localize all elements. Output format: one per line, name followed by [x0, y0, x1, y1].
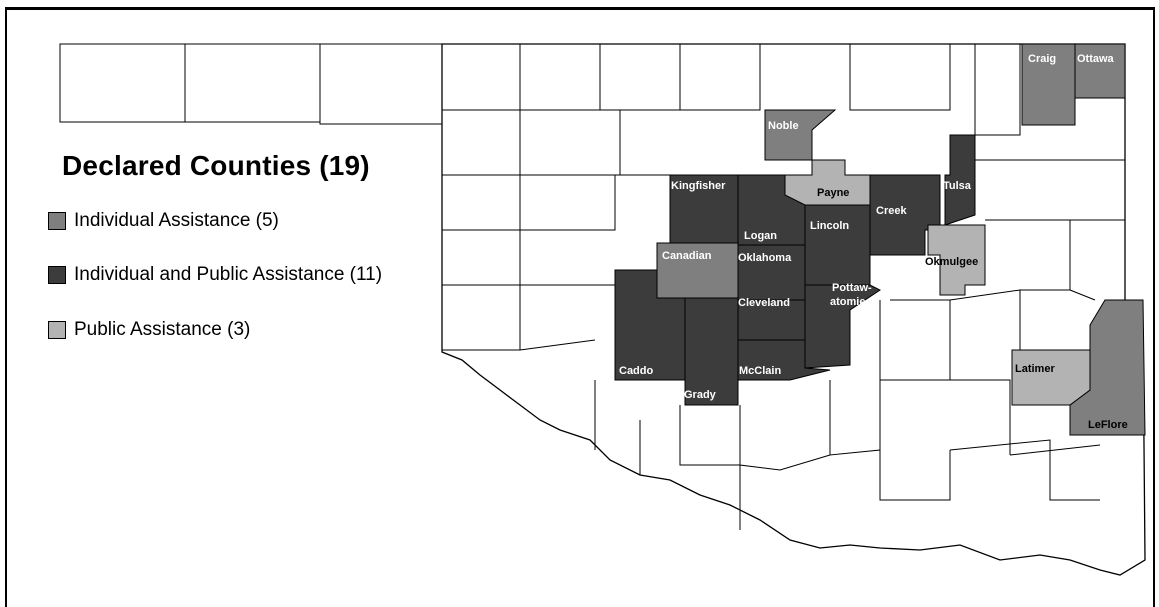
legend-title: Declared Counties (19) — [62, 150, 370, 181]
map-frame — [5, 7, 1155, 607]
county-texas[interactable] — [184, 43, 321, 123]
county-borders — [442, 44, 1125, 530]
legend-swatch-ipa — [48, 266, 66, 284]
legend-swatch-pa — [48, 321, 66, 339]
label-cleveland: Cleveland — [738, 297, 790, 309]
legend-item-individual-assistance: Individual Assistance (5) — [48, 210, 279, 232]
label-noble: Noble — [768, 120, 799, 132]
label-logan: Logan — [744, 230, 777, 242]
label-craig: Craig — [1028, 53, 1056, 65]
legend-label-ia: Individual Assistance (5) — [74, 210, 279, 231]
legend-item-individual-public-assistance: Individual and Public Assistance (11) — [48, 264, 382, 286]
county-noble[interactable] — [764, 109, 837, 161]
legend-swatch-ia — [48, 212, 66, 230]
county-beaver[interactable] — [319, 43, 443, 125]
legend-label-ipa: Individual and Public Assistance (11) — [74, 264, 383, 285]
county-latimer[interactable] — [1011, 349, 1091, 406]
county-payne[interactable] — [784, 159, 871, 206]
label-creek: Creek — [876, 205, 907, 217]
label-canadian: Canadian — [662, 250, 712, 262]
label-okmulgee: Okmulgee — [925, 256, 978, 268]
oklahoma-map: Craig Ottawa Noble Kingfisher Payne Tuls… — [59, 43, 1146, 576]
label-grady: Grady — [684, 389, 717, 401]
label-kingfisher: Kingfisher — [671, 180, 726, 192]
legend-item-public-assistance: Public Assistance (3) — [48, 319, 250, 341]
county-lincoln[interactable] — [804, 204, 871, 286]
label-caddo: Caddo — [619, 365, 654, 377]
label-ottawa: Ottawa — [1077, 53, 1115, 65]
label-oklahoma: Oklahoma — [738, 252, 792, 264]
county-ottawa[interactable] — [1074, 43, 1126, 99]
label-leflore: LeFlore — [1088, 419, 1128, 431]
county-labels: Craig Ottawa Noble Kingfisher Payne Tuls… — [619, 53, 1128, 431]
legend-label-pa: Public Assistance (3) — [74, 319, 251, 340]
county-mcclain[interactable] — [737, 339, 831, 381]
county-creek[interactable] — [869, 174, 941, 256]
label-payne: Payne — [817, 187, 849, 199]
label-tulsa: Tulsa — [943, 180, 972, 192]
county-grady[interactable] — [684, 297, 739, 406]
label-lincoln: Lincoln — [810, 220, 849, 232]
label-mcclain: McClain — [739, 365, 781, 377]
label-pottawatomie-line2: atomie — [830, 296, 865, 308]
county-craig[interactable] — [1021, 43, 1076, 126]
county-leflore[interactable] — [1069, 299, 1146, 436]
label-latimer: Latimer — [1015, 363, 1055, 375]
label-pottawatomie-line1: Pottaw- — [832, 282, 872, 294]
county-okmulgee[interactable] — [927, 224, 986, 296]
county-cimarron[interactable] — [59, 43, 186, 123]
